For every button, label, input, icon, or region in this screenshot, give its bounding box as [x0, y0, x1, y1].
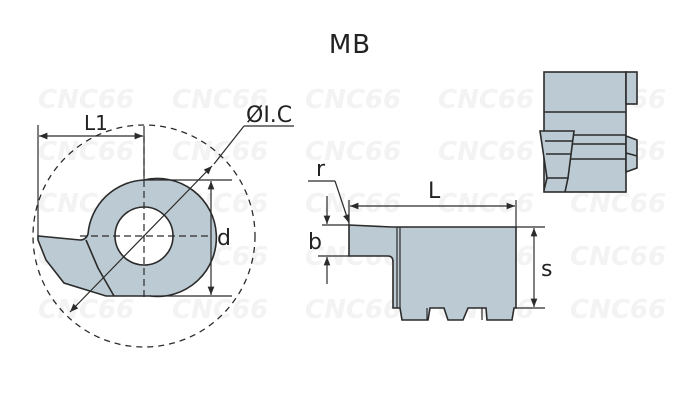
svg-text:CNC66: CNC66 — [438, 85, 534, 115]
label-l: L — [428, 179, 441, 204]
svg-text:CNC66: CNC66 — [438, 137, 534, 167]
svg-text:CNC66: CNC66 — [172, 137, 268, 167]
svg-text:CNC66: CNC66 — [172, 295, 268, 325]
svg-text:CNC66: CNC66 — [570, 295, 666, 325]
side-body — [348, 224, 517, 321]
label-ic: ØI.C — [246, 103, 292, 128]
top-view — [539, 71, 638, 193]
inscribed-circle — [32, 124, 256, 348]
svg-text:CNC66: CNC66 — [305, 189, 401, 219]
svg-text:CNC66: CNC66 — [38, 85, 134, 115]
label-b: b — [308, 230, 322, 255]
label-d: d — [217, 226, 231, 251]
label-r: r — [316, 157, 326, 182]
label-s: s — [541, 257, 552, 282]
svg-text:CNC66: CNC66 — [570, 242, 666, 272]
label-l1: L1 — [84, 111, 108, 135]
diagram-title: MB — [328, 30, 372, 60]
svg-text:CNC66: CNC66 — [172, 85, 268, 115]
svg-text:CNC66: CNC66 — [38, 295, 134, 325]
side-view — [308, 180, 545, 321]
svg-text:CNC66: CNC66 — [305, 137, 401, 167]
svg-text:CNC66: CNC66 — [305, 295, 401, 325]
svg-text:CNC66: CNC66 — [305, 85, 401, 115]
svg-text:CNC66: CNC66 — [38, 137, 134, 167]
svg-text:CNC66: CNC66 — [570, 189, 666, 219]
svg-text:CNC66: CNC66 — [438, 189, 534, 219]
front-view — [32, 124, 294, 348]
